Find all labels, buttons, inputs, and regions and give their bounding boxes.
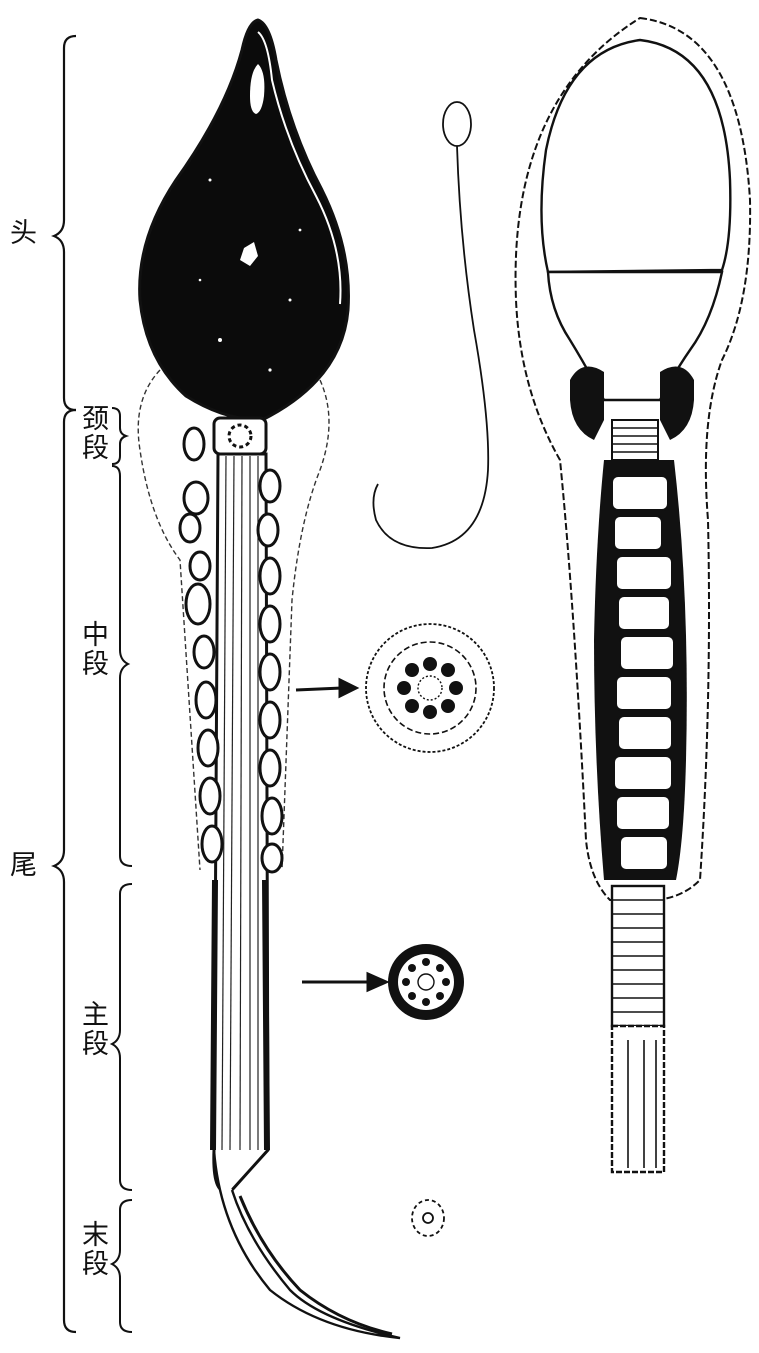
head-shape xyxy=(140,20,349,420)
neck-piece xyxy=(214,418,266,454)
label-middle: 中段 xyxy=(76,620,108,678)
cross-section-end xyxy=(412,1200,444,1236)
cross-section-middle xyxy=(366,624,494,752)
bracket-tail xyxy=(54,410,76,1332)
sperm-main-figure xyxy=(138,20,400,1338)
cross-section-principal xyxy=(388,944,464,1020)
label-principal: 主段 xyxy=(76,1000,108,1058)
sperm-whole-small xyxy=(373,102,488,548)
sperm-section-figure xyxy=(516,18,751,1172)
label-neck: 颈段 xyxy=(76,404,108,462)
bracket-head xyxy=(54,36,76,410)
mitochondria-right xyxy=(258,470,282,872)
head-cap xyxy=(541,40,730,272)
bracket-principal xyxy=(112,884,132,1190)
label-head: 头 xyxy=(10,218,37,250)
arrow-middle xyxy=(296,680,356,696)
bracket-neck xyxy=(112,408,126,464)
bracket-middle xyxy=(112,466,132,866)
label-end: 末段 xyxy=(76,1220,108,1278)
connecting-rings xyxy=(612,420,658,460)
arrow-principal xyxy=(302,974,386,990)
bracket-end xyxy=(112,1200,132,1332)
label-tail: 尾 xyxy=(10,850,37,882)
